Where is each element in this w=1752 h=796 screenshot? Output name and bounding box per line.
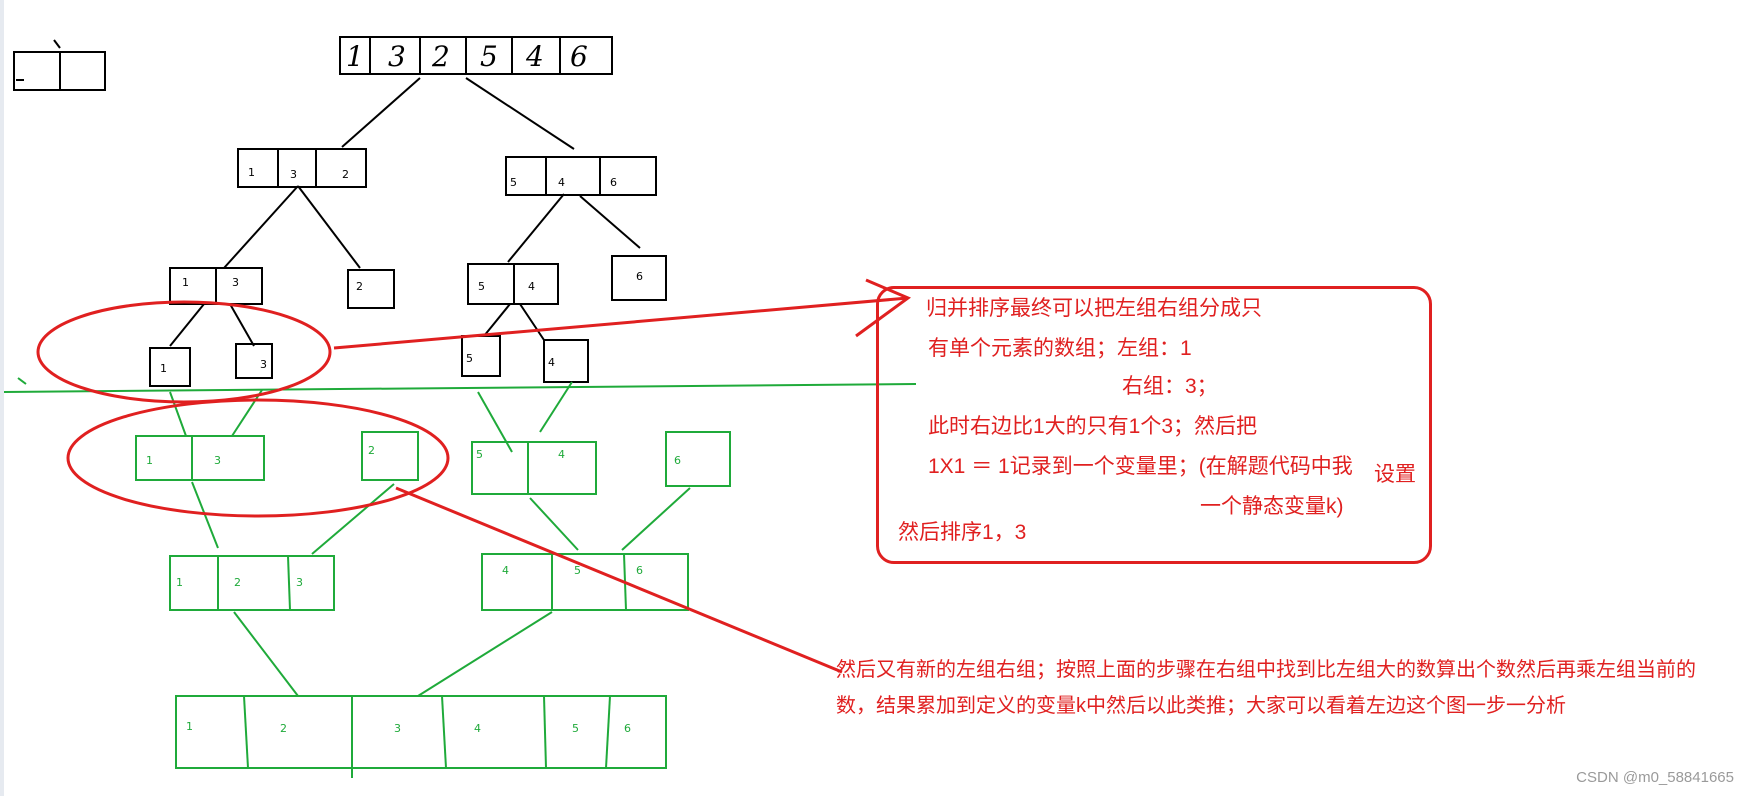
cell: 1 (182, 276, 189, 289)
cell: 2 (356, 280, 363, 293)
cell: 4 (558, 448, 565, 461)
split-level-2: 1 3 2 5 4 6 (169, 255, 667, 309)
note-line: 然后排序1，3 (898, 521, 1027, 544)
top-cell: 2 (431, 40, 450, 73)
annotation-box (876, 286, 1432, 564)
cell: 5 (574, 564, 581, 577)
cell: 2 (342, 168, 349, 181)
arrow-head-icon (855, 278, 912, 338)
cell: 4 (502, 564, 509, 577)
merge-edges (169, 381, 691, 697)
top-cell: 6 (570, 40, 588, 73)
cell: 5 (466, 352, 473, 365)
note-line: 有单个元素的数组；左组：1 (928, 337, 1192, 360)
split-level-3: 1 3 5 4 (149, 335, 589, 387)
cell: 2 (234, 576, 241, 589)
top-cell: 1 (346, 40, 364, 73)
arrow-to-bottom-note (395, 486, 843, 674)
cell: 4 (528, 280, 535, 293)
note-line: 设置 (1374, 463, 1416, 486)
top-cell: 3 (388, 40, 406, 73)
cell: 5 (478, 280, 485, 293)
cell: 3 (296, 576, 303, 589)
cell: 5 (572, 722, 579, 735)
divider-line (3, 377, 917, 393)
red-arrows (333, 278, 912, 674)
note-line: 右组：3； (1122, 375, 1218, 398)
cell: 4 (474, 722, 481, 735)
cell: 3 (214, 454, 221, 467)
final-array: 1 2 3 4 5 6 (175, 695, 667, 778)
top-cell: 5 (480, 40, 498, 73)
cell: 6 (636, 564, 643, 577)
cell: 5 (476, 448, 483, 461)
legend-box (13, 39, 106, 91)
cell: 1 (186, 720, 193, 733)
cell: 4 (548, 356, 555, 369)
note-line: 归并排序最终可以把左组右组分成只 (926, 297, 1262, 320)
highlight-ellipse-bottom (66, 398, 450, 518)
highlight-ellipses (36, 300, 450, 518)
bottom-annotation: 然后又有新的左组右组；按照上面的步骤在右组中找到比左组大的数算出个数然后再乘左组… (836, 659, 1696, 717)
cell: 3 (290, 168, 297, 181)
watermark: CSDN @m0_58841665 (1576, 769, 1734, 786)
cell: 6 (674, 454, 681, 467)
cell: 1 (160, 362, 167, 375)
cell: 6 (624, 722, 631, 735)
top-cell: 4 (525, 40, 544, 73)
highlight-ellipse-top (36, 300, 332, 404)
merge-level-2: 1 2 3 4 5 6 (169, 553, 689, 611)
note-line: 此时右边比1大的只有1个3；然后把 (928, 415, 1258, 438)
cell: 1 (146, 454, 153, 467)
cell: 1 (176, 576, 183, 589)
merge-level-1: 1 3 2 5 4 6 (135, 431, 731, 495)
cell: 3 (260, 358, 267, 371)
split-level-1: 1 3 2 5 4 6 (237, 148, 657, 196)
cell: 3 (394, 722, 401, 735)
cell: 3 (232, 276, 239, 289)
cell: 2 (280, 722, 287, 735)
cell: 5 (510, 176, 517, 189)
note-line: 1X1 ＝ 1记录到一个变量里；(在解题代码中我 (928, 455, 1353, 478)
window-left-edge (0, 0, 4, 796)
cell: 1 (248, 166, 255, 179)
cell: 6 (610, 176, 617, 189)
cell: 2 (368, 444, 375, 457)
cell: 4 (558, 176, 565, 189)
note-line: 一个静态变量k) (1200, 495, 1344, 518)
top-array: 1 3 2 5 4 6 (339, 36, 613, 75)
cell: 6 (636, 270, 643, 283)
arrow-to-note (333, 296, 909, 350)
split-edges (169, 77, 641, 347)
